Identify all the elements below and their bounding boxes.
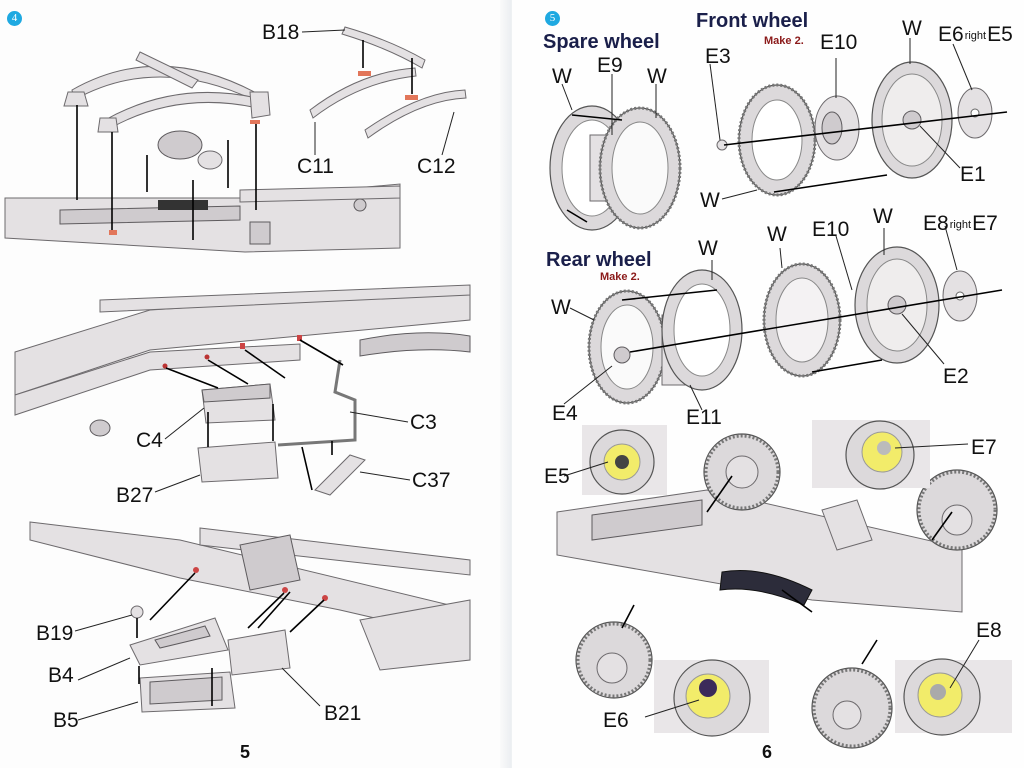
leader-lines-section2 (154, 407, 411, 493)
front-wheel-illustration (716, 61, 993, 197)
part-label-b21: B21 (324, 702, 362, 725)
part-label-w: W (700, 189, 720, 212)
part-label-c37: C37 (412, 469, 451, 492)
part-label-e7: E7 (972, 212, 998, 235)
part-label-e10: E10 (820, 31, 858, 54)
page-number-left: 5 (240, 742, 251, 762)
assembly-arrows-section2 (165, 339, 344, 491)
leader-lines-wheels (561, 38, 973, 411)
part-label-w: W (873, 205, 893, 228)
part-label-e10: E10 (812, 218, 850, 241)
battery-tray-b5 (139, 671, 236, 713)
part-label-e7: E7 (971, 436, 997, 459)
part-label-e5: E5 (544, 465, 570, 488)
step5-illustrations (549, 38, 1012, 749)
part-label-e4: E4 (552, 402, 578, 425)
part-label-b27: B27 (116, 484, 154, 507)
tool-box-b21 (227, 629, 291, 676)
assembly-arrows-section1 (76, 40, 413, 240)
wheel-assembly-arrows (566, 111, 1008, 373)
rear-wheel-heading: Rear wheel (546, 249, 652, 271)
battery-box-b27 (197, 441, 279, 483)
chassis-arrows (621, 475, 953, 665)
cap-b19 (130, 605, 144, 619)
frame-rear-section-illustration (4, 183, 401, 253)
right-note: right (949, 219, 972, 231)
rear-wheel-illustration (587, 246, 978, 405)
spare-wheel-heading: Spare wheel (543, 31, 660, 53)
part-label-e8: E8 (976, 619, 1002, 642)
leader-lines-chassis (563, 443, 980, 718)
part-label-w: W (698, 237, 718, 260)
bracket-c37 (314, 454, 366, 496)
part-label-w: W (647, 65, 667, 88)
part-label-w: W (552, 65, 572, 88)
rear-wheel-quantity-note: Make 2. (600, 271, 640, 283)
front-wheel-quantity-note: Make 2. (764, 35, 804, 47)
part-label-w: W (767, 223, 787, 246)
part-label-e8: E8 (923, 212, 949, 235)
part-label-c11: C11 (297, 155, 334, 178)
leader-lines-section3 (74, 614, 321, 721)
part-label-c3: C3 (410, 411, 437, 434)
battery-cover-b4 (129, 617, 229, 666)
part-label-e5: E5 (987, 23, 1013, 46)
part-label-e6: E6 (603, 709, 629, 732)
detail-inset-e6 (654, 659, 769, 737)
step4-illustrations (4, 26, 471, 721)
part-label-w: W (551, 296, 571, 319)
part-label-w: W (902, 17, 922, 40)
part-label-e6: E6 (938, 23, 964, 46)
part-label-e9: E9 (597, 54, 623, 77)
part-label-c12: C12 (417, 155, 456, 178)
step-number-badge: 4 (7, 11, 22, 26)
right-note: right (964, 30, 987, 42)
part-label-c4: C4 (136, 429, 163, 452)
step-number-badge: 5 (545, 11, 560, 26)
part-label-e11: E11 (686, 406, 722, 429)
part-label-b19: B19 (36, 622, 74, 645)
detail-inset-e7 (812, 420, 930, 490)
leader-lines-section1 (301, 29, 455, 156)
detail-inset-e5 (582, 425, 667, 495)
page-left: 4 B18 C11 C12 C3 C4 B27 C37 B19 B4 B5 B2… (4, 11, 471, 762)
page-right: 5 Spare wheel W E9 W Front wheel Make 2.… (512, 0, 1024, 768)
part-label-e6-right-e5: E6rightE5 (938, 24, 1013, 45)
frame-middle-section-illustration (14, 284, 471, 437)
part-label-e1: E1 (960, 163, 986, 186)
bracket-c3 (277, 359, 357, 447)
part-label-e2: E2 (943, 365, 969, 388)
part-label-b4: B4 (48, 664, 74, 687)
part-label-b18: B18 (262, 21, 300, 44)
chassis-final-assembly-illustration (556, 489, 963, 613)
page-number-right: 6 (762, 742, 773, 762)
detail-inset-e8 (895, 658, 1012, 736)
chassis-wheels (575, 433, 998, 749)
part-label-b5: B5 (53, 709, 79, 732)
part-label-e3: E3 (705, 45, 731, 68)
front-wheel-heading: Front wheel (696, 10, 809, 32)
leaf-springs-illustration (63, 51, 271, 170)
part-label-e8-right-e7: E8rightE7 (923, 213, 998, 234)
battery-c4 (201, 383, 276, 424)
front-leaf-springs-parts (309, 26, 467, 139)
spare-wheel-illustration (549, 105, 682, 231)
frame-front-section-illustration (29, 521, 471, 671)
assembly-arrows-section3 (136, 572, 325, 706)
